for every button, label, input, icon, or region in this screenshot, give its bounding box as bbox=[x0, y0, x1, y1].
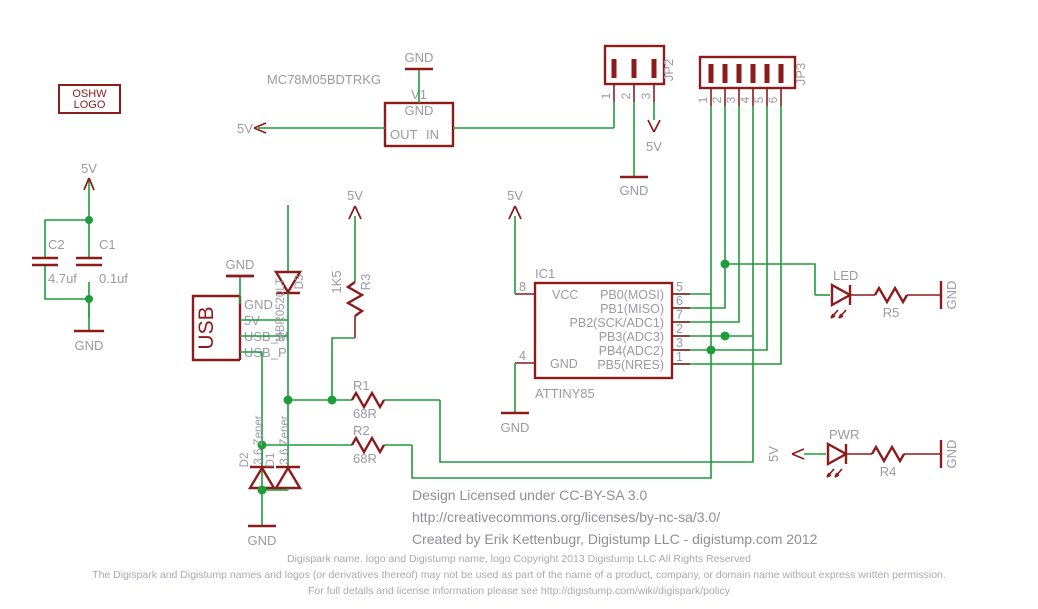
usb-connector: USB GND 5V USB_M USB_P GND bbox=[191, 257, 289, 490]
jp3-pin-5: 5 bbox=[752, 96, 766, 103]
pwr-led-indicator: 5V PWR R4 GND bbox=[766, 427, 959, 479]
d3-part: MBR0520LT bbox=[275, 278, 287, 342]
ic1-pinnum-7: 7 bbox=[676, 308, 683, 322]
r4-ref: R4 bbox=[880, 464, 897, 479]
led-ref: LED bbox=[833, 268, 858, 283]
v1-part-number: MC78M05BDTRKG bbox=[267, 72, 381, 87]
ic1-pin-pb5: PB5(NRES) bbox=[597, 358, 664, 372]
d1-ref: D1 bbox=[265, 453, 277, 468]
jp2-gnd-label: GND bbox=[620, 183, 649, 198]
led-gnd-label: GND bbox=[944, 281, 959, 310]
v1-pin-in: IN bbox=[426, 127, 439, 142]
jp3-ref: JP3 bbox=[793, 63, 808, 85]
pwr-ref: PWR bbox=[829, 427, 859, 442]
ic1-pinnum-6: 6 bbox=[676, 294, 683, 308]
r2-value: 68R bbox=[353, 451, 377, 466]
ic1-ref: IC1 bbox=[535, 266, 555, 281]
oshw-logo-line1: OSHW bbox=[72, 88, 107, 100]
pwr-5v-label: 5V bbox=[766, 446, 781, 462]
ic1-pinnum-1: 1 bbox=[676, 350, 683, 364]
jp3-pin-1: 1 bbox=[696, 96, 710, 103]
ic1-pin-gnd: GND bbox=[550, 357, 578, 371]
ic1-pin-pb4: PB4(ADC2) bbox=[599, 344, 664, 358]
v1-pin-out: OUT bbox=[390, 127, 418, 142]
usb-gnd-label: GND bbox=[226, 257, 255, 272]
ic1-attiny85: IC1 ATTINY85 8 VCC 4 GND 5V GND 5 PB0(MO… bbox=[501, 188, 690, 435]
jp3-pin-2: 2 bbox=[710, 96, 724, 103]
v1-gnd-label: GND bbox=[405, 50, 434, 65]
d3-schottky-diode: MBR0520LT D3 bbox=[226, 205, 306, 400]
r2-ref: R2 bbox=[353, 423, 370, 438]
junction-dot bbox=[257, 440, 267, 450]
capacitor-block: 5V C1 0.1uf C2 4.7uf GND bbox=[32, 161, 128, 353]
jp2-pin-3: 3 bbox=[639, 92, 653, 99]
cap-gnd-label: GND bbox=[75, 338, 104, 353]
usb-pin-usbp: USB_P bbox=[244, 345, 287, 360]
jp2-pin-1: 1 bbox=[599, 92, 613, 99]
ic1-pin-pb3: PB3(ADC3) bbox=[599, 330, 664, 344]
v1-out-rail-label: 5V bbox=[237, 121, 253, 136]
zener-gnd-label: GND bbox=[248, 533, 277, 548]
c2-ref: C2 bbox=[48, 237, 65, 252]
license-line-2: http://creativecommons.org/licenses/by-n… bbox=[412, 509, 720, 525]
license-block: Design Licensed under CC-BY-SA 3.0 http:… bbox=[92, 487, 946, 597]
jp2-connector: JP2 1 2 3 5V GND bbox=[599, 44, 676, 198]
series-resistors: R1 68R R2 68R bbox=[262, 294, 754, 479]
jp2-pin-2: 2 bbox=[619, 92, 633, 99]
ic1-vcc-rail-label: 5V bbox=[507, 188, 523, 203]
junction-dot bbox=[720, 259, 730, 269]
ic1-pinnum-5: 5 bbox=[676, 280, 683, 294]
r3-ref: R3 bbox=[358, 274, 373, 291]
license-fine-3: For full details and license information… bbox=[308, 585, 731, 597]
pwr-gnd-label: GND bbox=[944, 440, 959, 469]
r1-value: 68R bbox=[353, 406, 377, 421]
junction-dot bbox=[720, 331, 730, 341]
junction-dot bbox=[706, 345, 716, 355]
ic1-pinnum-2: 2 bbox=[676, 322, 683, 336]
license-fine-1: Digispark name. logo and Digistump name,… bbox=[287, 553, 751, 565]
usb-label: USB bbox=[195, 306, 218, 349]
ic1-pinnum-3: 3 bbox=[676, 336, 683, 350]
r3-rail-label: 5V bbox=[347, 188, 363, 203]
d2-value: 3.6 Zener bbox=[253, 415, 265, 464]
ic1-name: ATTINY85 bbox=[535, 386, 595, 401]
jp2-5v-label: 5V bbox=[646, 139, 662, 154]
v1-pin-gnd: GND bbox=[405, 103, 434, 118]
jp3-connector: JP3 1 2 3 4 5 6 bbox=[672, 55, 808, 365]
ic1-pin-pb0: PB0(MOSI) bbox=[600, 288, 664, 302]
jp3-pin-4: 4 bbox=[738, 96, 752, 103]
ic1-pinnum-4: 4 bbox=[519, 349, 526, 363]
led-indicator: LED R5 GND bbox=[720, 259, 959, 320]
r1-ref: R1 bbox=[353, 378, 370, 393]
junction-dot bbox=[327, 395, 337, 405]
ic1-pin-pb1: PB1(MISO) bbox=[600, 302, 664, 316]
jp3-pin-3: 3 bbox=[724, 96, 738, 103]
oshw-logo: OSHW LOGO bbox=[58, 84, 121, 114]
license-line-3: Created by Erik Kettenbugr, Digistump LL… bbox=[412, 531, 818, 547]
ic1-gnd-rail-label: GND bbox=[501, 420, 530, 435]
r5-ref: R5 bbox=[883, 305, 900, 320]
oshw-logo-line2: LOGO bbox=[74, 99, 106, 111]
d2-ref: D2 bbox=[239, 453, 251, 468]
jp3-pin-6: 6 bbox=[766, 96, 780, 103]
c1-value: 0.1uf bbox=[99, 271, 128, 286]
zener-diodes: D2 3.6 Zener D1 3.6 Zener GND bbox=[239, 400, 303, 548]
ic1-pinnum-8: 8 bbox=[519, 280, 526, 294]
c1-ref: C1 bbox=[99, 237, 116, 252]
license-fine-2: The Digispark and Digistump names and lo… bbox=[92, 569, 946, 581]
r3-pullup: 5V 1K5 R3 bbox=[329, 188, 373, 400]
usb-pin-gnd: GND bbox=[244, 297, 273, 312]
voltage-regulator-v1: GND OUT IN MC78M05BDTRKG V1 GND 5V bbox=[237, 50, 614, 148]
net-junctions bbox=[706, 331, 730, 355]
license-line-1: Design Licensed under CC-BY-SA 3.0 bbox=[412, 487, 648, 503]
r3-value: 1K5 bbox=[329, 270, 344, 293]
ic1-pin-vcc: VCC bbox=[552, 288, 578, 302]
c2-value: 4.7uf bbox=[48, 271, 77, 286]
d1-value: 3.6 Zener bbox=[279, 415, 291, 464]
ic1-pin-pb2: PB2(SCK/ADC1) bbox=[570, 316, 664, 330]
d3-ref: D3 bbox=[294, 275, 306, 290]
jp2-ref: JP2 bbox=[661, 59, 676, 81]
cap-rail-5v-label: 5V bbox=[81, 161, 97, 176]
